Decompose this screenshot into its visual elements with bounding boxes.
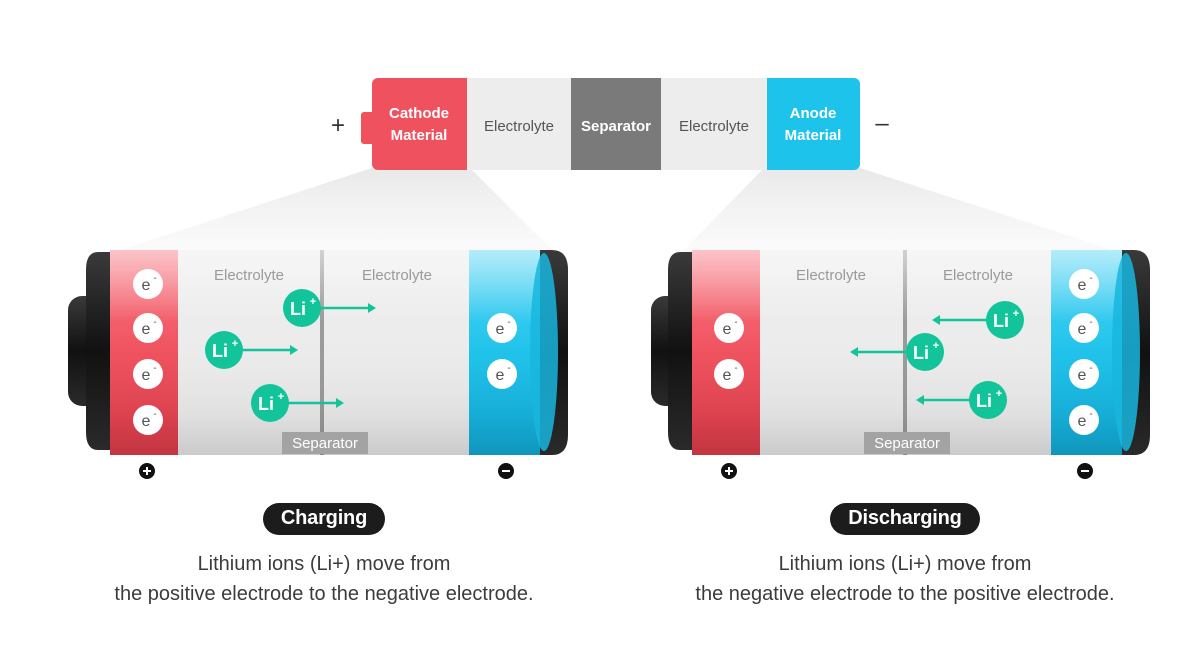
svg-text:Li: Li <box>212 341 228 361</box>
svg-text:e: e <box>142 277 151 294</box>
svg-text:-: - <box>153 273 156 284</box>
charging-plus-terminal-icon <box>139 463 155 479</box>
top-electrolyte-left-label: Electrolyte <box>484 118 554 135</box>
discharging-anode-electron: e- <box>1069 269 1099 299</box>
left-zoom-beam <box>96 168 560 258</box>
discharging-separator-tag <box>864 432 950 454</box>
top-anode-label-1: Anode <box>790 105 837 122</box>
charging-anode-electron: e- <box>487 359 517 389</box>
charging-separator-label: Separator <box>292 435 358 452</box>
svg-text:+: + <box>310 296 316 308</box>
discharging-electrolyte-left-label: Electrolyte <box>796 267 866 284</box>
top-cathode-terminal <box>361 112 375 144</box>
charging-description-line-1: Lithium ions (Li+) move from <box>197 553 451 575</box>
svg-text:e: e <box>142 321 151 338</box>
svg-text:-: - <box>153 363 156 374</box>
svg-text:e: e <box>1078 367 1087 384</box>
top-cathode-label-2: Material <box>391 127 448 144</box>
charging-lithium-ion: Li + <box>283 289 376 327</box>
top-anode-block <box>767 78 860 170</box>
discharging-lithium-ion: Li + <box>850 333 944 371</box>
charging-lithium-ion: Li + <box>205 331 298 369</box>
svg-text:e: e <box>1078 413 1087 430</box>
discharging-title: Discharging <box>830 503 980 535</box>
top-separator-block <box>571 78 661 170</box>
charging-left-cap <box>86 252 110 450</box>
svg-text:e: e <box>723 367 732 384</box>
discharging-anode-electron: e- <box>1069 405 1099 435</box>
svg-text:-: - <box>734 317 737 328</box>
charging-battery: Electrolyte Electrolyte Separator e- e- … <box>68 250 568 479</box>
svg-text:e: e <box>142 367 151 384</box>
charging-description-line-2: the positive electrode to the negative e… <box>114 583 534 605</box>
charging-electrolyte-right-label: Electrolyte <box>362 267 432 284</box>
discharging-anode-electron: e- <box>1069 359 1099 389</box>
charging-cathode-electron: e- <box>133 313 163 343</box>
discharging-minus-terminal-icon <box>1077 463 1093 479</box>
svg-text:e: e <box>142 413 151 430</box>
charging-lithium-ion: Li + <box>251 384 344 422</box>
charging-cathode-electron: e- <box>133 405 163 435</box>
svg-text:+: + <box>1013 308 1019 320</box>
top-cathode-block <box>372 78 467 170</box>
discharging-plus-terminal-icon <box>721 463 737 479</box>
discharging-caption: Discharging Lithium ions (Li+) move from… <box>625 503 1185 609</box>
svg-text:-: - <box>1089 317 1092 328</box>
charging-cathode-electron: e- <box>133 269 163 299</box>
svg-text:+: + <box>933 340 939 352</box>
top-cathode-label-1: Cathode <box>389 105 449 122</box>
svg-text:e: e <box>496 367 505 384</box>
right-zoom-beam <box>676 168 1138 258</box>
svg-text:+: + <box>232 338 238 350</box>
top-plus-sign: + <box>331 112 345 139</box>
charging-description: Lithium ions (Li+) move from the positiv… <box>44 549 604 609</box>
discharging-anode-electron: e- <box>1069 313 1099 343</box>
svg-text:-: - <box>507 317 510 328</box>
discharging-left-cap <box>668 252 692 450</box>
charging-electrolyte-left-label: Electrolyte <box>214 267 284 284</box>
top-anode-label-2: Material <box>785 127 842 144</box>
svg-text:Li: Li <box>913 343 929 363</box>
charging-minus-terminal-icon <box>498 463 514 479</box>
discharging-lithium-ion: Li + <box>916 381 1007 419</box>
svg-text:Li: Li <box>290 299 306 319</box>
top-electrolyte-right-block <box>661 78 767 170</box>
discharging-description-line-2: the negative electrode to the positive e… <box>695 583 1115 605</box>
svg-text:e: e <box>723 321 732 338</box>
charging-anode-electron: e- <box>487 313 517 343</box>
discharging-electrolyte-right-label: Electrolyte <box>943 267 1013 284</box>
svg-text:-: - <box>153 409 156 420</box>
top-minus-sign: – <box>875 110 889 137</box>
top-electrolyte-right-label: Electrolyte <box>679 118 749 135</box>
svg-text:e: e <box>1078 321 1087 338</box>
svg-text:Li: Li <box>258 394 274 414</box>
charging-caption: Charging Lithium ions (Li+) move from th… <box>44 503 604 609</box>
svg-text:-: - <box>507 363 510 374</box>
discharging-lithium-ion: Li + <box>932 301 1024 339</box>
discharging-battery: Electrolyte Electrolyte Separator e- e- … <box>651 250 1150 479</box>
svg-text:e: e <box>1078 277 1087 294</box>
svg-text:-: - <box>1089 363 1092 374</box>
svg-text:-: - <box>1089 273 1092 284</box>
svg-text:Li: Li <box>976 391 992 411</box>
svg-text:-: - <box>153 317 156 328</box>
svg-text:e: e <box>496 321 505 338</box>
discharging-cathode-electron: e- <box>714 313 744 343</box>
svg-text:-: - <box>734 363 737 374</box>
svg-text:-: - <box>1089 409 1092 420</box>
top-separator-label: Separator <box>581 118 651 135</box>
svg-text:Li: Li <box>993 311 1009 331</box>
discharging-description: Lithium ions (Li+) move from the negativ… <box>625 549 1185 609</box>
top-electrolyte-left-block <box>467 78 571 170</box>
discharging-description-line-1: Lithium ions (Li+) move from <box>778 553 1032 575</box>
charging-title: Charging <box>262 503 386 535</box>
charging-cathode-electron: e- <box>133 359 163 389</box>
discharging-cathode-electron: e- <box>714 359 744 389</box>
discharging-separator-label: Separator <box>874 435 940 452</box>
svg-text:+: + <box>996 388 1002 400</box>
top-cell: + Cathode Material Electrolyte Separator… <box>331 78 889 170</box>
svg-text:+: + <box>278 391 284 403</box>
charging-separator-tag <box>282 432 368 454</box>
